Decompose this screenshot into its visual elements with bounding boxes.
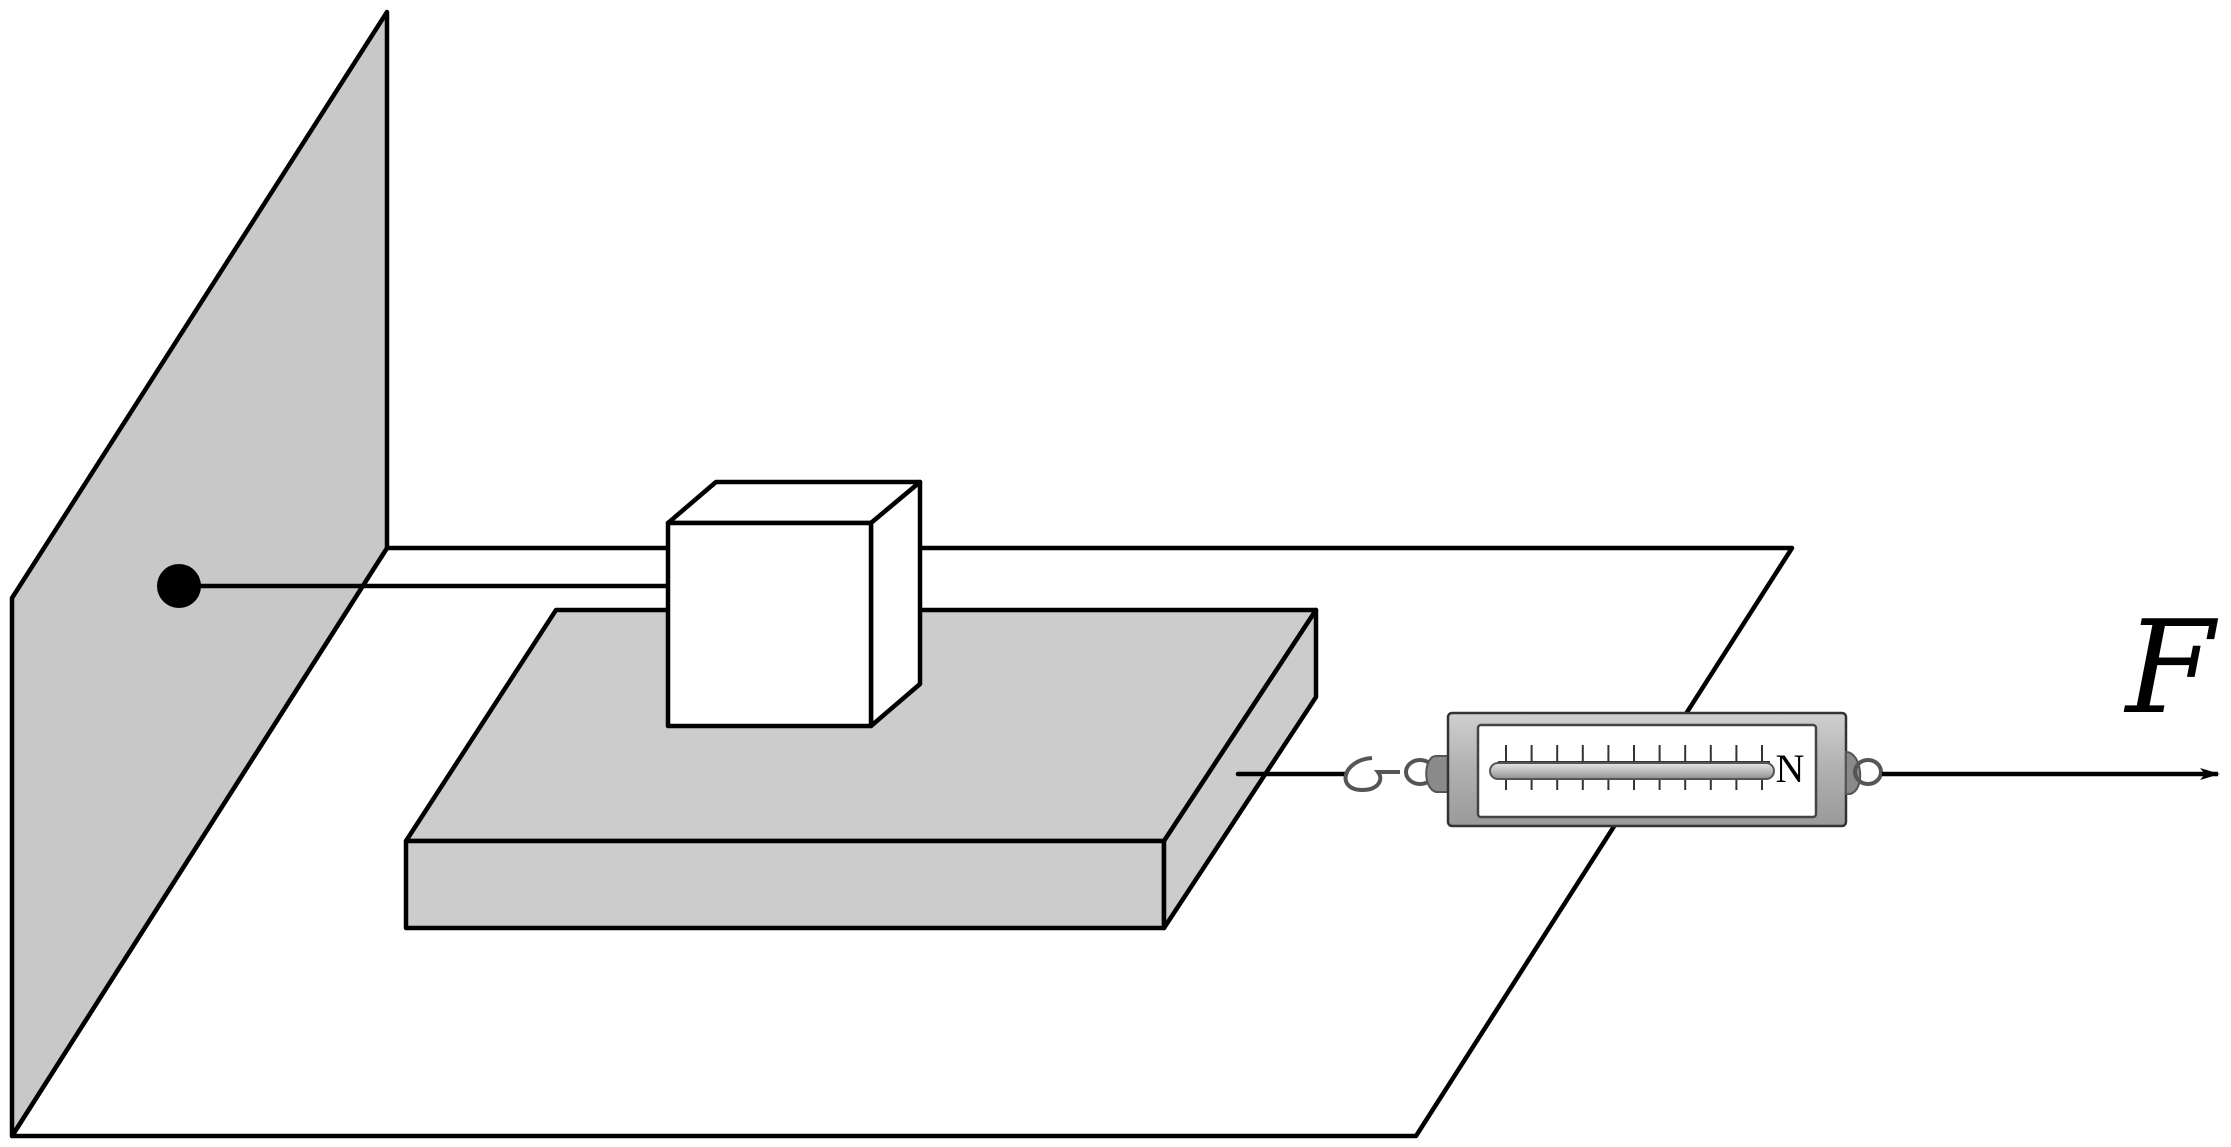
scale-unit-label: N (1776, 746, 1805, 791)
board-side-face (1161, 607, 1319, 931)
scale-right-ring-icon (1853, 758, 1883, 786)
scale-indicator-rod (1489, 762, 1775, 780)
vertical-wall (9, 9, 390, 1139)
scale-hook-icon (1343, 756, 1400, 793)
wooden-board (403, 607, 1319, 931)
block-side-face (868, 479, 923, 729)
spring-scale: N (1343, 711, 1883, 828)
scale-left-end-cap (1425, 755, 1449, 793)
wooden-block (665, 479, 923, 729)
block-front-face (665, 520, 874, 729)
force-label: F (2124, 594, 2219, 743)
board-front-face (403, 838, 1167, 931)
